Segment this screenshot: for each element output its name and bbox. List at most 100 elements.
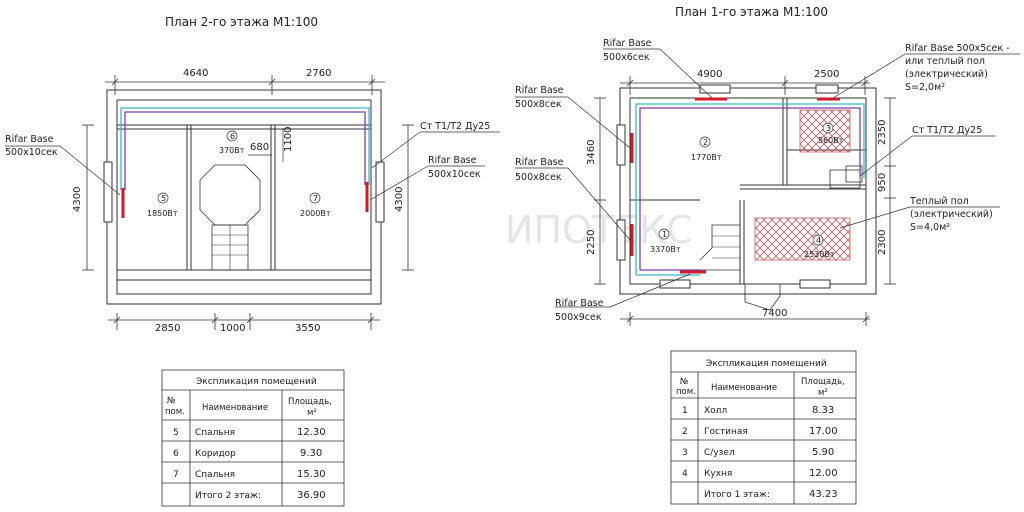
svg-text:6: 6 <box>230 132 235 141</box>
plan1-table-h-area-2: м² <box>818 388 828 398</box>
svg-text:500x8сек: 500x8сек <box>515 172 562 183</box>
plan2-table-h-area-1: Площадь, <box>288 397 332 407</box>
svg-text:2530Вт: 2530Вт <box>804 250 835 259</box>
svg-text:S=2,0м²: S=2,0м² <box>905 82 945 93</box>
plan1-walls <box>616 84 877 311</box>
plan2-pipes <box>120 107 370 190</box>
svg-text:500x6сек: 500x6сек <box>603 52 650 63</box>
svg-text:Ст Т1/Т2 Ду25: Ст Т1/Т2 Ду25 <box>420 121 490 132</box>
svg-text:2000Вт: 2000Вт <box>300 209 331 218</box>
svg-text:560Вт: 560Вт <box>818 136 844 145</box>
plan1-dim-top-2: 2500 <box>814 69 839 80</box>
plan2-row1-num: 5 <box>173 428 179 438</box>
plan2-inner-dims <box>248 128 284 162</box>
plan1-dim-left-1: 3460 <box>586 140 597 165</box>
svg-text:Rifar Base: Rifar Base <box>603 38 652 49</box>
plan1-row2-num: 2 <box>682 427 688 437</box>
plan1-callout-left2: Rifar Base 500x8сек <box>515 157 631 241</box>
plan2-dim-bottom-3: 3550 <box>295 323 320 334</box>
plan1-row4-name: Кухня <box>704 469 732 479</box>
plan2-dim-bottom-1: 2850 <box>155 323 180 334</box>
svg-text:Rifar Base 500x5сек -: Rifar Base 500x5сек - <box>905 43 1010 54</box>
svg-text:Rifar Base: Rifar Base <box>428 155 477 166</box>
svg-text:1770Вт: 1770Вт <box>691 153 722 162</box>
plan2-table-h-area-2: м² <box>307 408 317 418</box>
svg-text:3: 3 <box>826 124 831 133</box>
plan1-dim-bottom: 7400 <box>762 308 787 319</box>
plan1-row4-num: 4 <box>682 469 688 479</box>
svg-text:500x10сек: 500x10сек <box>428 169 481 180</box>
svg-text:3370Вт: 3370Вт <box>650 245 681 254</box>
plan1-callout-top: Rifar Base 500x6сек <box>603 38 713 99</box>
plan1-dim-right-2: 950 <box>877 173 888 192</box>
plan1-dims-right <box>884 97 896 285</box>
plan2-dim-top-2: 2760 <box>306 68 331 79</box>
plan1-total-label: Итого 1 этаж: <box>704 490 770 500</box>
plan1-dim-left-2: 2250 <box>586 230 597 255</box>
plan1-row3-area: 5.90 <box>812 447 834 458</box>
plan1-room-1: 1 3370Вт <box>650 228 681 254</box>
plan2-row3-num: 7 <box>173 470 179 480</box>
plan2-radiators <box>121 182 369 218</box>
plan2-dim-left: 4300 <box>72 187 83 212</box>
plan2-row1-area: 12.30 <box>297 427 326 438</box>
plan2-dim-bottom-2: 1000 <box>220 323 245 334</box>
svg-text:500x9сек: 500x9сек <box>555 312 602 323</box>
svg-text:1: 1 <box>662 230 667 239</box>
plan1-dim-right-3: 2300 <box>877 230 888 255</box>
plan2-table-title: Экспликация помещений <box>196 377 317 387</box>
svg-text:1850Вт: 1850Вт <box>147 209 178 218</box>
plan1-dims-left <box>594 97 606 285</box>
plan1-table-title: Экспликация помещений <box>706 359 827 369</box>
svg-text:Ст Т1/Т2 Ду25: Ст Т1/Т2 Ду25 <box>912 125 982 136</box>
plan2-callout-riser: Ст Т1/Т2 Ду25 <box>371 121 500 169</box>
plan1-table-h-num-1: № <box>680 377 689 387</box>
plan2-explication-table <box>161 369 345 507</box>
plan1-table-h-num-2: пом. <box>676 387 696 397</box>
svg-text:4: 4 <box>816 236 821 245</box>
plan2-dim-right: 4300 <box>394 187 405 212</box>
svg-text:Rifar Base: Rifar Base <box>515 157 564 168</box>
plan2-row1-name: Спальня <box>195 428 235 438</box>
svg-text:5: 5 <box>161 194 166 203</box>
plan1-table-h-area-1: Площадь, <box>801 377 845 387</box>
plan2-dims-top <box>105 75 385 95</box>
plan2-callout-left: Rifar Base 500x10сек <box>5 134 121 196</box>
plan2-title: План 2-го этажа М1:100 <box>165 15 318 29</box>
plan2-table-h-num-2: пом. <box>165 407 185 417</box>
plan2-walls <box>103 89 385 305</box>
plan1-room-4: 4 2530Вт <box>804 234 835 259</box>
plan1-callout-left1: Rifar Base 500x8сек <box>515 85 631 149</box>
plan1-title: План 1-го этажа М1:100 <box>675 5 828 19</box>
svg-text:2: 2 <box>703 138 708 147</box>
svg-text:Теплый пол: Теплый пол <box>909 196 969 207</box>
svg-text:или теплый пол: или теплый пол <box>905 56 985 67</box>
plan1-row3-num: 3 <box>682 448 688 458</box>
plan1-row1-name: Холл <box>704 406 727 416</box>
plan2-table-h-name: Наименование <box>202 403 268 413</box>
plan1-row1-area: 8.33 <box>812 405 834 416</box>
plan2-room-5: 5 1850Вт <box>147 192 178 218</box>
plan2-table-h-num-1: № <box>167 396 176 406</box>
plan2-dim-top-1: 4640 <box>183 68 208 79</box>
svg-text:(электрический): (электрический) <box>910 209 993 220</box>
plan2-callout-right: Rifar Base 500x10сек <box>369 155 485 201</box>
plan1-callout-topright: Rifar Base 500x5сек - или теплый пол (эл… <box>829 43 1020 101</box>
plan2-dims-bottom <box>108 313 380 330</box>
plan2-row2-num: 6 <box>173 449 179 459</box>
plan2-total-label: Итого 2 этаж: <box>195 491 261 501</box>
plan2-total-value: 36.90 <box>297 490 326 501</box>
svg-text:370Вт: 370Вт <box>219 146 245 155</box>
plan2-row3-name: Спальня <box>195 470 235 480</box>
svg-text:Rifar Base: Rifar Base <box>555 298 604 309</box>
plan1-dims-bottom <box>620 312 870 326</box>
plan1-room-3: 3 560Вт <box>818 122 844 145</box>
plan1-row3-name: С/узел <box>704 448 735 458</box>
svg-text:500x10сек: 500x10сек <box>5 147 58 158</box>
plan1-row4-area: 12.00 <box>809 468 838 479</box>
plan1-pipes <box>635 103 865 276</box>
plan2-row2-name: Коридор <box>195 449 236 459</box>
svg-text:S=4,0м²: S=4,0м² <box>910 222 950 233</box>
plan2-row2-area: 9.30 <box>300 448 322 459</box>
